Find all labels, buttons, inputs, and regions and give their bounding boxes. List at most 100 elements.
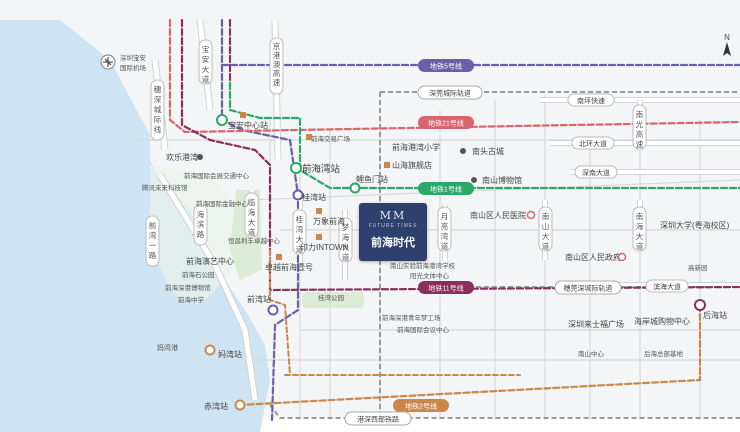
station-labels: 宝安中心站 前海湾站 桂湾站 鲤鱼门站 前湾站 妈湾站 赤湾站 后海站 xyxy=(204,120,727,411)
poi-yangguang: 阳光文体中心 xyxy=(410,271,450,280)
poi-qhjgzx: 前海国际金融中心 xyxy=(196,199,249,208)
north-label: N xyxy=(724,33,730,42)
road-nanhai: 南海大道 xyxy=(636,211,644,251)
project-name: 前海时代 xyxy=(371,237,415,249)
poi-marker-hospital xyxy=(526,210,536,220)
road-xihai: 海滨路 xyxy=(197,209,205,239)
poi-marker-5 xyxy=(316,234,322,240)
road-shennan: 深南大道 xyxy=(582,168,610,177)
road-yueliang: 月亮湾道 xyxy=(441,212,449,251)
airport-icon xyxy=(100,54,116,70)
pill-l1: 地铁1号线 xyxy=(430,185,462,194)
station-liyumen-marker[interactable] xyxy=(349,182,361,194)
poi-mawan-gang: 妈湾港 xyxy=(157,343,178,352)
project-badge[interactable]: MM FUTURE TIMES 前海时代 xyxy=(359,203,427,261)
poi-shanhai: 山海旗舰店 xyxy=(392,160,432,170)
project-logo-sub: FUTURE TIMES xyxy=(368,223,418,229)
rail-gsxb xyxy=(269,404,740,419)
poi-marker-3 xyxy=(384,162,390,168)
road-nanshan: 南山大道 xyxy=(542,211,550,251)
pill-hs: 穗莞深城际轨道 xyxy=(564,284,613,293)
poi-nanshan-hospital: 南山区人民医院 xyxy=(470,210,526,220)
poi-tengxun: 腾讯未来科技馆 xyxy=(142,183,188,192)
poi-markers xyxy=(197,112,627,262)
poi-nanshan-center: 南山中心 xyxy=(578,349,605,358)
poi-marker-gov xyxy=(617,252,627,262)
poi-zhuanghe: 卓越前海壹号 xyxy=(265,262,313,272)
poi-marker-1 xyxy=(240,112,246,118)
poi-marker-museum xyxy=(471,177,477,183)
poi-qhguojihui: 前海国际会议中心 xyxy=(397,325,450,334)
airport-label-1: 深圳宝安 xyxy=(120,53,147,62)
station-qianhaiwan-label: 前海湾站 xyxy=(302,163,341,175)
metro-l2 xyxy=(238,303,702,407)
station-mawan-marker[interactable] xyxy=(204,344,216,356)
park-guiwan xyxy=(302,292,364,308)
poi-qhguoji: 前海国际会展交通中心 xyxy=(184,171,250,180)
poi-wanxiang: 万象前海 xyxy=(313,216,345,226)
poi-qianhai-school: 前海港湾小学 xyxy=(392,142,440,152)
north-arrow-icon xyxy=(723,42,731,56)
poi-nantou: 南头古城 xyxy=(472,146,504,156)
vertical-road-labels: 宝安大道 京港澳高速 穗深城际线 临海大道 桂湾大道 梦海大道 月亮湾道 南山大… xyxy=(145,37,647,267)
poi-haian: 海岸城购物中心 xyxy=(634,316,690,326)
poi-nanshan-gov: 南山区人民政府 xyxy=(565,252,621,262)
stations xyxy=(204,114,706,411)
poi-houhai-zong: 后海总部基地 xyxy=(644,349,684,358)
poi-intown: 印力INTOWN xyxy=(300,242,349,252)
pill-szcj: 深莞城际轨道 xyxy=(429,89,471,98)
station-mawan-label: 妈湾站 xyxy=(218,349,242,359)
pill-gsxb: 港深西部铁路 xyxy=(357,415,399,424)
poi-qhwx: 前海演艺中心 xyxy=(186,256,234,266)
road-guiwan: 桂湾大道 xyxy=(296,214,304,254)
poi-qhshen: 前海深港青年梦工场 xyxy=(382,313,441,322)
poi-binhai-school: 前海中学 xyxy=(178,295,205,304)
airport-label-2: 国际机场 xyxy=(120,63,147,72)
poi-marker-nantou xyxy=(460,148,466,154)
station-qianwan-marker[interactable] xyxy=(267,304,279,316)
road-pills: 南坪快速 北环大道 深南大道 滨海大道 xyxy=(567,93,689,293)
poi-marker-4 xyxy=(316,208,322,214)
road-yuehai: 穗深城际线 xyxy=(154,84,162,134)
pill-l5: 地铁5号线 xyxy=(430,62,462,71)
road-baoan: 宝安大道 xyxy=(202,44,210,84)
road-beihuan: 北环大道 xyxy=(579,139,607,148)
station-houhai-label: 后海站 xyxy=(703,310,727,320)
poi-marker-huanle xyxy=(197,154,203,160)
poi-guiwan-park: 桂湾公园 xyxy=(318,293,344,302)
station-qianwan-label: 前湾站 xyxy=(247,294,271,304)
road-nanping: 南坪快速 xyxy=(577,96,605,105)
road-menghai: 梦海大道 xyxy=(342,223,350,262)
poi-gaoxin: 高新园 xyxy=(688,263,708,272)
road-jinggang: 京港澳高速 xyxy=(273,41,281,87)
poi-labels: 欢乐港湾 前海国际会展交通中心 腾讯未来科技馆 前海国际金融中心 恒昌利丰卓越中… xyxy=(142,134,730,358)
project-logo: MM xyxy=(379,209,407,222)
station-guiwan-label: 桂湾站 xyxy=(302,192,326,202)
poi-qianhai-square: 前海交易广场 xyxy=(311,134,351,143)
road-binhai: 滨海大道 xyxy=(653,282,681,291)
road-shahe: 前湾一路 xyxy=(149,220,157,260)
station-houhai-marker[interactable] xyxy=(694,299,706,311)
pill-l11: 地铁11号线 xyxy=(428,284,463,293)
road-nanguang: 南光高速 xyxy=(636,109,644,149)
station-chiwan-marker[interactable] xyxy=(234,399,246,411)
station-qianhaiwan-marker[interactable] xyxy=(290,162,302,174)
station-guiwan-marker[interactable] xyxy=(292,189,304,201)
station-liyumen-label: 鲤鱼门站 xyxy=(356,174,388,184)
poi-szu: 深圳大学(粤海校区) xyxy=(660,220,730,230)
poi-qianhai-shijie: 前海深港博物馆 xyxy=(165,283,211,292)
poi-huanle: 欢乐港湾 xyxy=(166,152,198,162)
station-baoan-marker[interactable] xyxy=(216,114,228,126)
sea-water xyxy=(0,20,270,432)
pill-l21: 地铁21号线 xyxy=(428,119,464,128)
poi-marker-6 xyxy=(276,254,282,260)
station-baoan-label: 宝安中心站 xyxy=(228,120,268,130)
poi-yanwan: 前海石公园 xyxy=(182,270,215,279)
metro-l1 xyxy=(228,18,740,190)
station-chiwan-label: 赤湾站 xyxy=(204,401,228,411)
poi-nanshan-exp: 南山实验前海港湾学校 xyxy=(390,261,456,270)
poi-marker-2 xyxy=(306,134,312,140)
road-liuhai: 临海大道 xyxy=(248,197,256,237)
